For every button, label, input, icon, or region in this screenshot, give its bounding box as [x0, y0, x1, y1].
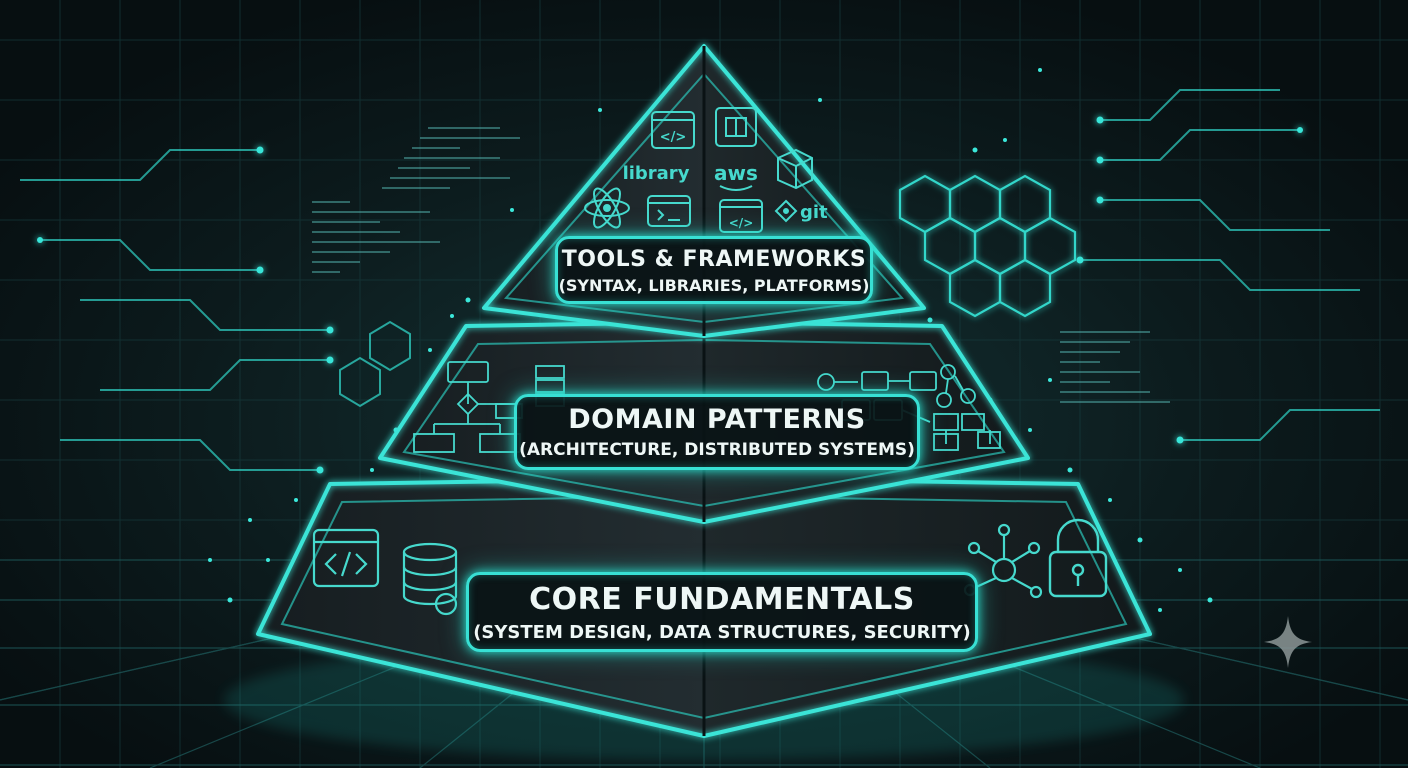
circuit-lines-right — [1080, 89, 1380, 441]
code-tag-text: </> — [729, 216, 754, 230]
sparkle-icon — [1264, 616, 1312, 668]
tier-title: Core Fundamentals — [529, 582, 915, 617]
hexagon-mesh-left — [339, 320, 411, 408]
tier-title: Tools & Frameworks — [561, 247, 867, 272]
tier-subtitle: (Architecture, Distributed Systems) — [519, 440, 915, 460]
circuit-nodes-left — [37, 146, 334, 474]
tier-label-tools-frameworks: Tools & Frameworks (Syntax, Libraries, P… — [555, 236, 873, 304]
circuit-nodes-right — [1076, 116, 1303, 444]
aws-smile-icon — [719, 185, 753, 191]
aws-label: aws — [714, 161, 758, 185]
package-box-icon — [715, 107, 757, 147]
tier-subtitle: (Syntax, Libraries, Platforms) — [558, 276, 870, 295]
code-window-icon — [312, 528, 380, 588]
circuit-lines-left — [20, 149, 330, 471]
code-window-icon — [719, 199, 763, 233]
cube-icon — [777, 148, 813, 190]
hexagon-mesh-right — [898, 174, 1077, 318]
git-logo-icon — [774, 199, 798, 223]
code-tag-text: </> — [660, 130, 687, 145]
code-snippet-left — [312, 127, 520, 273]
git-label: git — [800, 202, 828, 223]
library-label: library — [623, 163, 690, 184]
react-atom-icon — [584, 187, 630, 229]
tier-label-core-fundamentals: Core Fundamentals (System Design, Data S… — [466, 572, 978, 652]
tier-title: Domain Patterns — [568, 404, 866, 435]
padlock-icon — [1048, 518, 1108, 598]
tier-subtitle: (System Design, Data Structures, Securit… — [473, 622, 971, 643]
code-snippet-right — [1060, 331, 1170, 403]
database-icon — [402, 542, 458, 616]
code-window-icon — [651, 111, 695, 149]
terminal-icon — [647, 195, 691, 227]
tier-label-domain-patterns: Domain Patterns (Architecture, Distribut… — [514, 394, 920, 470]
